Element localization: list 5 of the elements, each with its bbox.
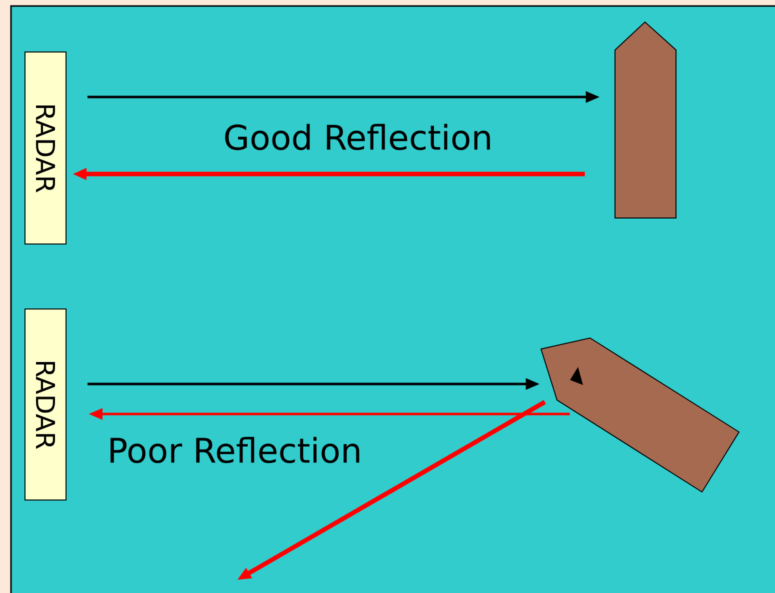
reflection-label: Poor Reflection [110, 436, 360, 464]
radar-box: RADAR [24, 308, 66, 500]
reflection-label: Good Reflection [225, 124, 490, 150]
radar-box: RADAR [24, 52, 66, 244]
ship-drawing [614, 21, 676, 218]
